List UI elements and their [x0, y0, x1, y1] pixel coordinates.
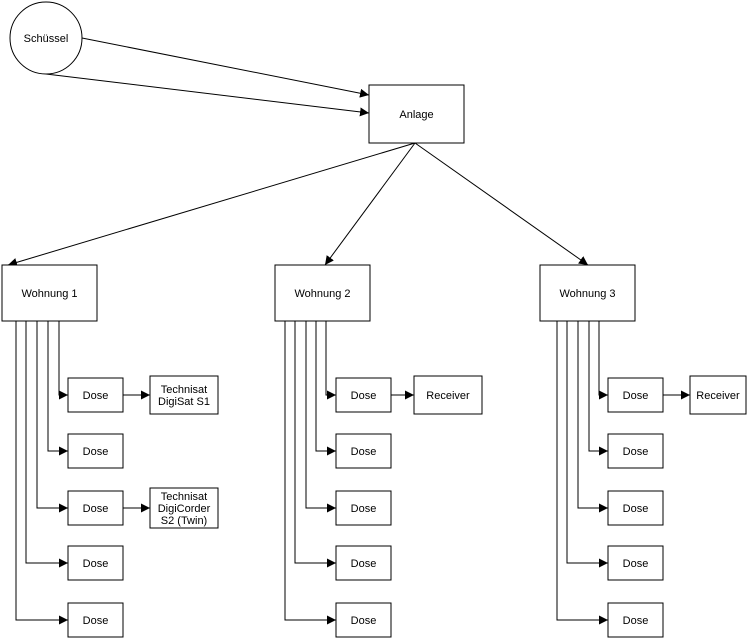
device-label: Technisat — [161, 491, 207, 503]
device-box — [413, 375, 483, 415]
device-label: Technisat — [161, 384, 207, 396]
socket-box — [67, 377, 124, 413]
socket-label: Dose — [351, 615, 377, 627]
socket-box — [607, 602, 664, 638]
apartment-to-socket-arrow — [305, 321, 336, 513]
apartment-to-socket-arrow — [47, 321, 68, 456]
socket-label: Dose — [351, 558, 377, 570]
device-box — [149, 487, 219, 529]
connection-lines — [7, 37, 690, 625]
socket-label: Dose — [351, 390, 377, 402]
socket-label: Dose — [351, 503, 377, 515]
socket-label: Dose — [623, 446, 649, 458]
apartment-to-socket-arrow — [566, 321, 608, 568]
apartment-label: Wohnung 1 — [21, 288, 77, 300]
socket-label: Dose — [83, 558, 109, 570]
apartment-to-socket-arrow — [58, 321, 68, 400]
socket-label: Dose — [623, 503, 649, 515]
socket-box — [67, 490, 124, 526]
socket-box — [607, 545, 664, 581]
socket-label: Dose — [623, 558, 649, 570]
socket-box — [335, 377, 392, 413]
socket-box — [607, 433, 664, 469]
apartment-box — [1, 264, 98, 322]
apartment-to-socket-arrow — [284, 321, 336, 625]
apartment-to-socket-arrow — [315, 321, 336, 456]
apartment-label: Wohnung 2 — [294, 288, 350, 300]
dish-label: Schüssel — [24, 33, 69, 45]
apartment-box — [274, 264, 371, 322]
device-box — [149, 375, 219, 415]
socket-box — [335, 545, 392, 581]
socket-label: Dose — [351, 446, 377, 458]
dish-node: Schüssel — [9, 1, 83, 75]
apartment-to-socket-arrow — [588, 321, 608, 456]
dish-to-system-arrow — [45, 73, 370, 117]
apartment-to-socket-arrow — [294, 321, 336, 568]
device-label: Receiver — [426, 390, 470, 402]
system-to-apartment-arrow — [7, 142, 416, 267]
device-label: DigiCorder — [158, 503, 211, 515]
apartment-to-socket-arrow — [577, 321, 608, 513]
socket-box — [335, 433, 392, 469]
device-label: S2 (Twin) — [161, 515, 207, 527]
socket-label: Dose — [623, 615, 649, 627]
system-to-apartment-arrow — [414, 142, 589, 266]
socket-label: Dose — [83, 503, 109, 515]
device-label: Receiver — [696, 390, 740, 402]
device-label: DigiSat S1 — [158, 396, 210, 408]
system-label: Anlage — [399, 109, 433, 121]
apartment-to-socket-arrow — [556, 321, 608, 625]
socket-box — [67, 433, 124, 469]
apartment-label: Wohnung 3 — [559, 288, 615, 300]
socket-box — [607, 490, 664, 526]
socket-label: Dose — [623, 390, 649, 402]
apartment-to-socket-arrow — [598, 321, 608, 400]
socket-label: Dose — [83, 390, 109, 402]
socket-box — [335, 602, 392, 638]
socket-box — [67, 602, 124, 638]
apartment-to-socket-arrow — [36, 321, 68, 513]
apartment-to-socket-arrow — [325, 321, 336, 400]
apartment-box — [539, 264, 636, 322]
apartment-to-socket-arrow — [15, 321, 68, 625]
dish-to-system-arrow — [81, 37, 370, 98]
socket-label: Dose — [83, 615, 109, 627]
apartment-to-socket-arrow — [25, 321, 68, 568]
socket-box — [335, 490, 392, 526]
socket-box — [607, 377, 664, 413]
socket-label: Dose — [83, 446, 109, 458]
system-node: Anlage — [368, 84, 465, 144]
socket-box — [67, 545, 124, 581]
device-box — [689, 375, 747, 415]
system-to-apartment-arrow — [324, 142, 416, 266]
